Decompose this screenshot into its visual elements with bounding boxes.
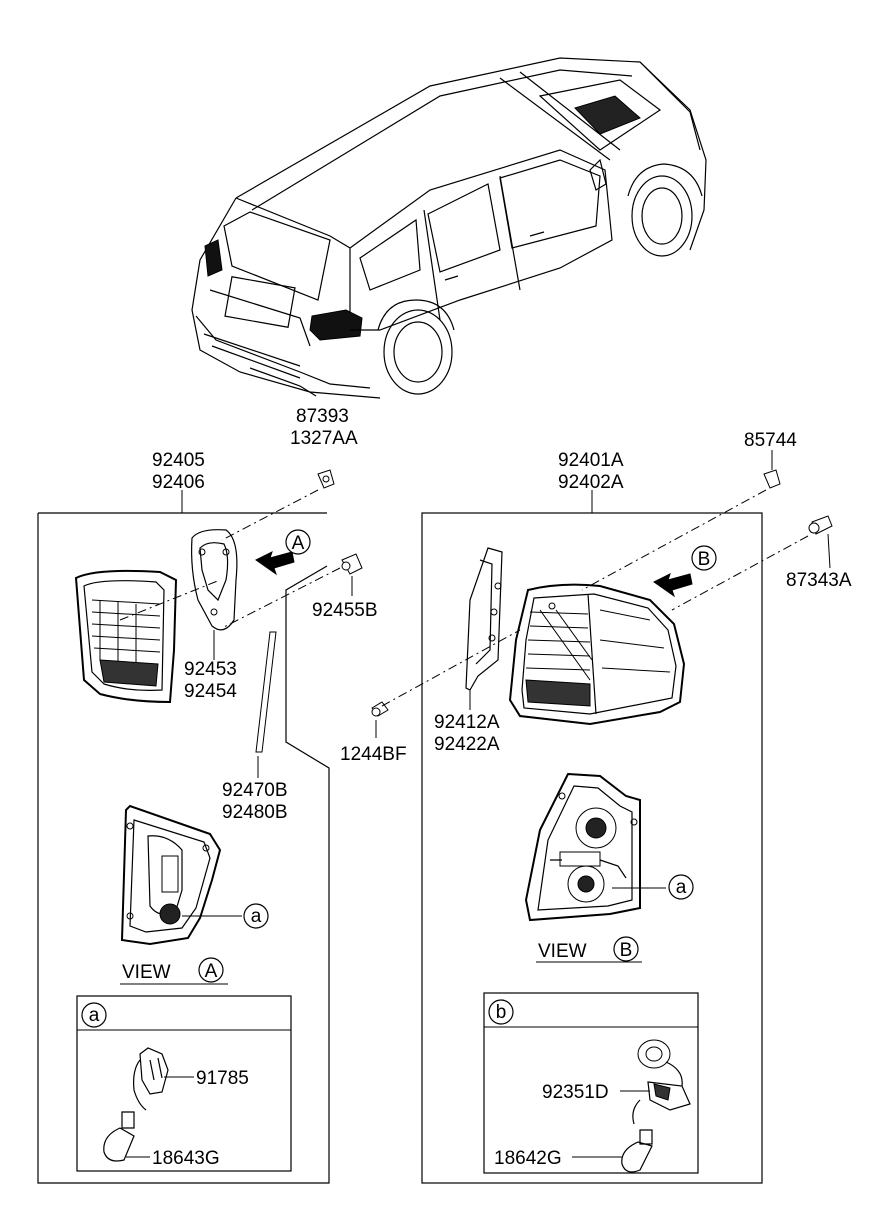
label-92406: 92406 — [152, 472, 205, 493]
label-92402A: 92402A — [558, 472, 624, 493]
label-92455B: 92455B — [312, 600, 378, 621]
inner-lamp-left — [74, 569, 221, 704]
detail-box-b: b — [483, 992, 699, 1174]
view-a-word: VIEW — [122, 962, 171, 983]
view-a-arrow: A — [255, 529, 311, 576]
screw-1244BF — [371, 629, 521, 738]
clip-92455B — [221, 553, 363, 629]
detail-box-a: b a — [76, 995, 292, 1172]
view-b-arrow: B — [653, 545, 717, 598]
label-1327AA: 1327AA — [290, 428, 358, 449]
left-panel-frame — [37, 490, 330, 1184]
view-b-letter: B — [620, 940, 633, 961]
label-92454: 92454 — [184, 681, 237, 702]
label-18642G: 18642G — [494, 1148, 562, 1169]
label-92422A: 92422A — [434, 734, 500, 755]
bracket-92412A — [465, 547, 503, 710]
label-18643G: 18643G — [152, 1148, 220, 1169]
label-91785: 91785 — [196, 1068, 249, 1089]
view-b-word: VIEW — [538, 941, 587, 962]
right-panel-frame — [421, 490, 763, 1184]
label-1244BF: 1244BF — [340, 744, 407, 765]
view-a-lamp-drawing: a — [120, 804, 269, 946]
label-87343A: 87343A — [786, 570, 852, 591]
view-a-caption: VIEW A — [120, 957, 228, 985]
clip-85744 — [581, 450, 781, 591]
label-92412A: 92412A — [434, 712, 500, 733]
view-b-callout: B — [698, 549, 711, 570]
detail-box-a-letter: a — [89, 1005, 100, 1026]
view-a-letter: A — [205, 961, 218, 982]
outer-lamp-right — [508, 583, 686, 726]
vehicle-illustration — [191, 57, 707, 399]
label-92405: 92405 — [152, 450, 205, 471]
detail-b-marker: a — [676, 877, 687, 898]
part-labels: 87393 1327AA 92405 92406 92453 92454 924… — [152, 406, 852, 1169]
label-92453: 92453 — [184, 659, 237, 680]
label-92480B: 92480B — [222, 802, 288, 823]
label-92470B: 92470B — [222, 780, 288, 801]
view-b-caption: VIEW B — [536, 936, 642, 963]
detail-box-b-letter: b — [496, 1002, 507, 1023]
view-b-lamp-drawing: a — [524, 772, 694, 922]
label-85744: 85744 — [744, 430, 797, 451]
bolt-87393 — [221, 469, 335, 541]
garnish-strip-92470B — [255, 631, 277, 778]
bolt-87343A — [671, 515, 833, 611]
label-92351D: 92351D — [542, 1082, 609, 1103]
label-87393: 87393 — [296, 406, 349, 427]
gasket-92453 — [191, 529, 238, 660]
view-a-callout: A — [292, 533, 305, 554]
detail-a-marker: a — [251, 906, 262, 927]
label-92401A: 92401A — [558, 450, 624, 471]
